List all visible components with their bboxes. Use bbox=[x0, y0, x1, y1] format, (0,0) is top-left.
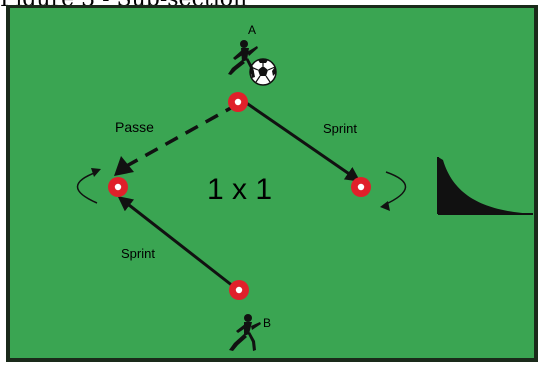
sprint-right-label: Sprint bbox=[323, 121, 357, 136]
player-a-label: A bbox=[248, 23, 256, 37]
passe-label: Passe bbox=[115, 119, 154, 135]
drill-name: 1 x 1 bbox=[207, 173, 272, 206]
sprint-left-label: Sprint bbox=[121, 246, 155, 261]
cone-marker-icon bbox=[108, 177, 128, 197]
cone-marker-icon bbox=[351, 177, 371, 197]
cone-marker-icon bbox=[229, 280, 249, 300]
cone-marker-icon bbox=[228, 92, 248, 112]
player-b-label: B bbox=[263, 316, 271, 330]
